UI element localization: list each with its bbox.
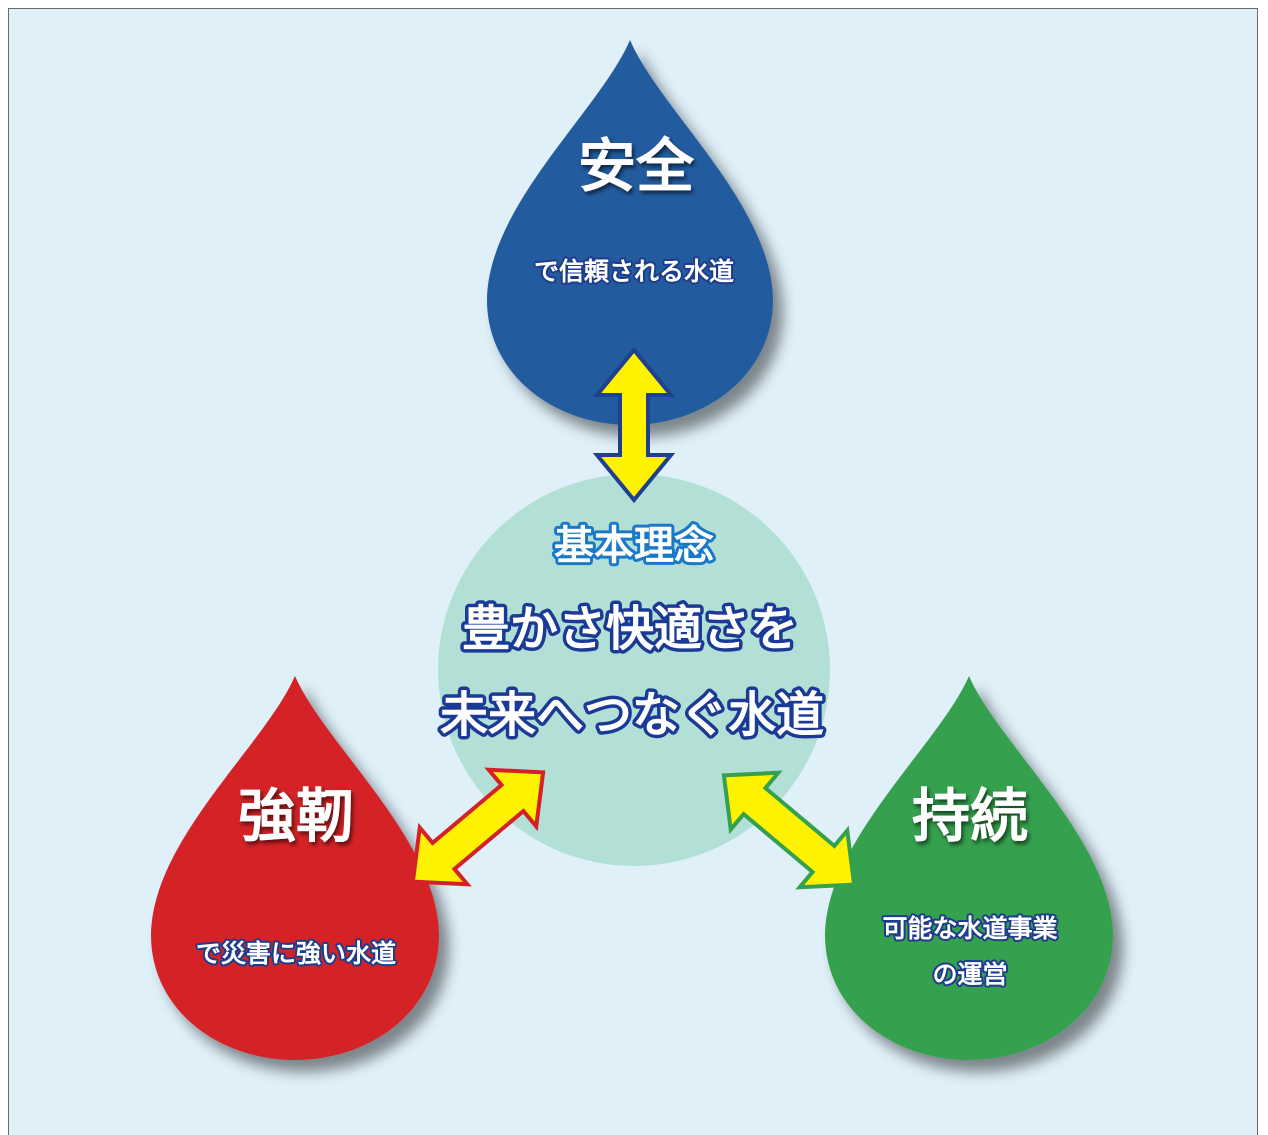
left-drop-title: 強靭 — [238, 782, 354, 850]
right-water-drop — [825, 676, 1113, 1060]
right-double-arrow — [721, 770, 857, 890]
center-line-1: 豊かさ快適さを — [462, 601, 798, 657]
top-drop-subtitle: で信頼される水道 — [534, 257, 734, 286]
left-drop-subtitle: で災害に強い水道 — [196, 939, 396, 968]
top-water-drop — [487, 40, 773, 425]
center-caption: 基本理念 — [554, 523, 714, 569]
left-water-drop — [151, 676, 439, 1060]
left-double-arrow — [410, 767, 546, 887]
right-drop-subtitle-line2: の運営 — [932, 960, 1007, 989]
right-drop-title: 持続 — [912, 782, 1028, 850]
center-circle — [438, 474, 830, 866]
center-line-2: 未来へつなぐ水道 — [440, 687, 824, 743]
top-drop-title: 安全 — [578, 132, 695, 200]
top-double-arrow — [592, 346, 676, 504]
right-drop-subtitle-line1: 可能な水道事業 — [882, 914, 1057, 943]
